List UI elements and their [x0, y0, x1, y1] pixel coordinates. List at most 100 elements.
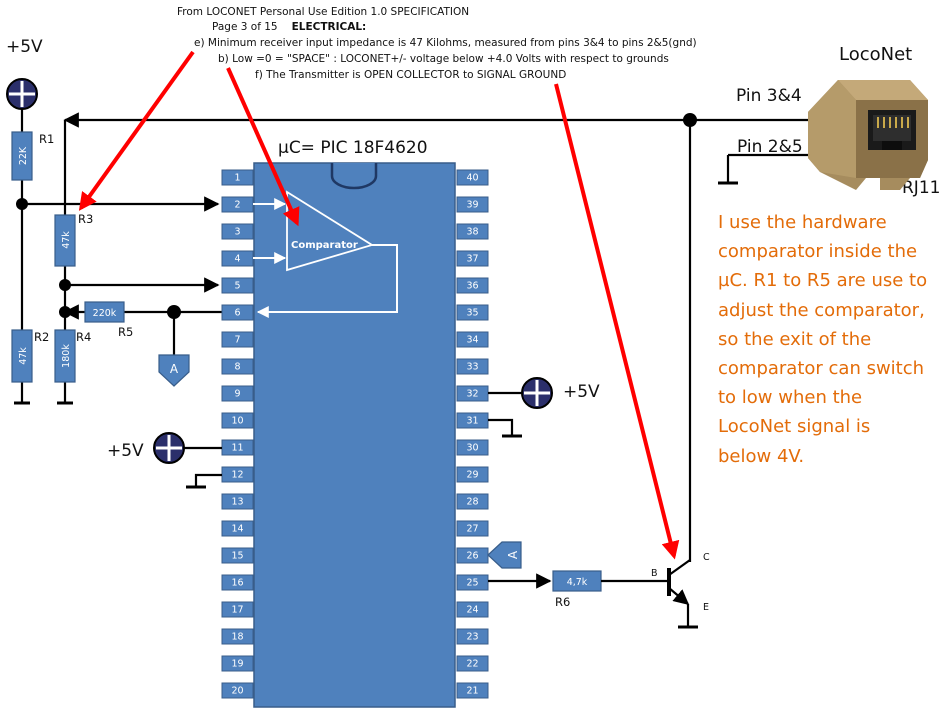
npn-transistor: [667, 559, 698, 629]
r1-label: R1: [39, 132, 54, 146]
chip-pin-number: 1: [234, 173, 240, 184]
chip-pin-number: 26: [466, 551, 478, 562]
pin34-label: Pin 3&4: [736, 86, 802, 106]
chip-label: µC= PIC 18F4620: [278, 138, 428, 158]
note-line: adjust the comparator,: [718, 299, 925, 321]
note-line: to low when the: [718, 387, 863, 409]
chip-pin-right: [456, 358, 489, 375]
chip-pin-left: [221, 655, 254, 672]
chip-pin-left: [221, 169, 254, 186]
chip-pin-right: [456, 250, 489, 267]
connector-a-left-label: A: [170, 362, 179, 376]
chip-pin-left: [221, 358, 254, 375]
chip-pin-left: [221, 601, 254, 618]
pin12-ground: [186, 473, 222, 489]
chip-pin-right: [456, 304, 489, 321]
spec-line-2: Page 3 of 15 ELECTRICAL:: [212, 21, 366, 33]
chip-pin-right: [456, 520, 489, 537]
chip-pin-left: [221, 682, 254, 699]
note-line: so the exit of the: [718, 328, 872, 350]
chip-pin-number: 3: [234, 227, 240, 238]
chip-pin-number: 39: [466, 200, 478, 211]
chip-pin-right: [456, 196, 489, 213]
chip-pin-number: 5: [234, 281, 240, 292]
note-line: comparator can switch: [718, 358, 925, 380]
resistor-r5: 220k: [84, 301, 125, 323]
transistor-collector-label: C: [703, 552, 710, 563]
spec-line-5: f) The Transmitter is OPEN COLLECTOR to …: [255, 69, 566, 81]
r6-label: R6: [555, 595, 570, 609]
chip-pin-number: 22: [466, 659, 478, 670]
chip-pin-left: [221, 520, 254, 537]
r5-value: 220k: [93, 308, 117, 319]
chip-pin-number: 4: [234, 254, 240, 265]
loconet-title: LocoNet: [839, 44, 912, 65]
chip-pin-number: 15: [231, 551, 243, 562]
spec-page: Page 3 of 15: [212, 21, 278, 33]
comparator: Comparator: [253, 190, 398, 318]
comparator-label: Comparator: [291, 240, 358, 251]
note-line: I use the hardware: [718, 212, 887, 233]
transistor-base-label: B: [651, 568, 658, 579]
chip-pin-right: [456, 169, 489, 186]
resistor-r2: 47k: [11, 329, 33, 383]
chip-pin-right: [456, 466, 489, 483]
supply-label-top: +5V: [6, 37, 43, 57]
chip-pin-right: [456, 628, 489, 645]
chip-pin-right: [456, 574, 489, 591]
connector-a-left: A: [158, 354, 190, 387]
chip-pin-number: 40: [466, 173, 478, 184]
chip-pin-number: 34: [466, 335, 478, 346]
chip-pin-number: 27: [466, 524, 478, 535]
pin31-ground: [488, 418, 522, 438]
connector-a-right-label: A: [506, 550, 520, 559]
chip-pin-number: 25: [466, 578, 478, 589]
chip-pin-right: [456, 655, 489, 672]
transistor-emitter-label: E: [703, 602, 709, 613]
chip-pin-left: [221, 331, 254, 348]
chip-pin-number: 37: [466, 254, 478, 265]
supply-symbol-top: [6, 78, 38, 110]
chip-pin-number: 2: [234, 200, 240, 211]
note-line: below 4V.: [718, 445, 805, 467]
chip-pin-left: [221, 574, 254, 591]
chip-pin-number: 6: [234, 308, 240, 319]
chip-pin-left: [221, 277, 254, 294]
chip-pin-number: 14: [231, 524, 243, 535]
chip-pin-number: 11: [231, 443, 243, 454]
r2-value: 47k: [18, 347, 29, 365]
supply-symbol-pin11: [153, 432, 185, 464]
r4-label: R4: [76, 330, 91, 344]
chip-pin-number: 18: [231, 632, 243, 643]
chip-pin-number: 16: [231, 578, 243, 589]
rj11-label: RJ11: [902, 178, 940, 198]
r6-value: 4,7k: [567, 577, 588, 588]
left-wires: [14, 109, 810, 562]
chip-pin-number: 32: [466, 389, 478, 400]
chip-pin-left: [221, 628, 254, 645]
chip-pin-left: [221, 304, 254, 321]
chip-pin-number: 8: [234, 362, 240, 373]
spec-line-3: e) Minimum receiver input impedance is 4…: [194, 37, 697, 49]
r1-value: 22K: [18, 146, 29, 165]
spec-electrical: ELECTRICAL:: [292, 21, 367, 33]
chip-pin-number: 17: [231, 605, 243, 616]
supply-label-pin32: +5V: [563, 382, 600, 402]
junction-dots: [16, 113, 697, 319]
chip-pin-left: [221, 412, 254, 429]
chip-pin-right: [456, 439, 489, 456]
chip-pin-number: 19: [231, 659, 243, 670]
chip-pin-number: 30: [466, 443, 478, 454]
chip-pin-right: [456, 277, 489, 294]
chip-pin-number: 12: [231, 470, 243, 481]
chip-pin-right: [456, 601, 489, 618]
r3-label: R3: [78, 212, 93, 226]
chip-pin-number: 31: [466, 416, 478, 427]
chip-pin-right: [456, 493, 489, 510]
chip-pin-right: [456, 682, 489, 699]
resistor-r1: 22K: [11, 131, 33, 181]
chip-pin-left: [221, 385, 254, 402]
r4-value: 180k: [61, 344, 72, 368]
